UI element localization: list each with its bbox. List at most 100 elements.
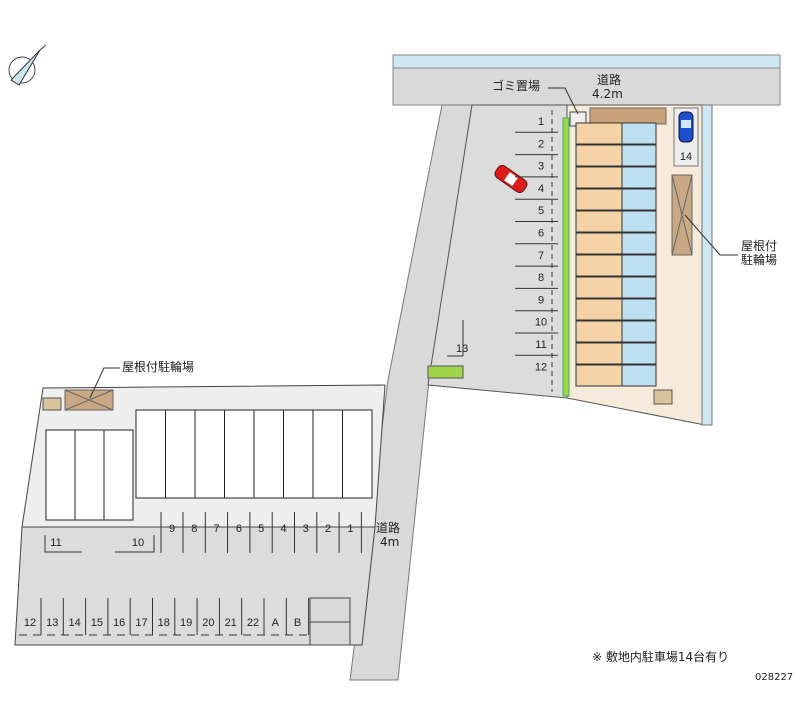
parking-number: 11	[50, 537, 61, 549]
bike-shed-left-cross	[64, 389, 114, 411]
parking-number: 18	[158, 617, 170, 629]
unit-wet-area	[621, 122, 657, 145]
unit-room	[575, 364, 623, 387]
unit	[312, 409, 343, 499]
unit-room	[575, 188, 623, 211]
parking-line	[44, 535, 155, 553]
unit-wet-area	[621, 188, 657, 211]
parking-number: 7	[538, 250, 544, 262]
unit-room	[575, 144, 623, 167]
left-building	[45, 409, 373, 521]
unit	[103, 429, 134, 521]
unit	[283, 409, 314, 499]
parking-number: 20	[202, 617, 214, 629]
garbage-leader	[548, 87, 579, 115]
parking-number: 14	[680, 151, 692, 163]
bike-shed-left-label: 屋根付駐輪場	[122, 360, 195, 374]
parking-number: 2	[325, 523, 331, 535]
unit-wet-area	[621, 364, 657, 387]
bike-right-leader	[684, 214, 738, 256]
parking-number: 3	[538, 161, 544, 173]
left-parking-lot	[14, 526, 376, 646]
parking-number: 12	[535, 361, 547, 373]
unit-wet-area	[621, 320, 657, 343]
parking-number: 10	[132, 537, 144, 549]
unit-wet-area	[621, 210, 657, 233]
unit-room	[575, 122, 623, 145]
unit-room	[575, 232, 623, 255]
bike-shed-right-label-1: 屋根付	[741, 239, 778, 253]
parking-13-marker	[447, 320, 464, 357]
parking-number: 9	[538, 294, 544, 306]
parking-number: 5	[258, 523, 264, 535]
unit-wet-area	[621, 298, 657, 321]
north-compass-icon	[8, 44, 47, 86]
parking-number: 8	[191, 523, 197, 535]
unit	[342, 409, 373, 499]
unit-room	[575, 298, 623, 321]
parking-number: 10	[535, 317, 547, 329]
unit	[165, 409, 196, 499]
unit-room	[575, 210, 623, 233]
parking-number: 14	[68, 617, 80, 629]
parking-number: 17	[135, 617, 147, 629]
bike-box-left	[42, 397, 62, 411]
parking-number: 1	[538, 116, 544, 128]
parking-number: 5	[538, 205, 544, 217]
road-side-width: 4m	[380, 535, 400, 549]
road-top	[392, 67, 781, 106]
parking-number: 8	[538, 272, 544, 284]
unit	[224, 409, 255, 499]
canal-right	[701, 104, 713, 426]
road-top-label: 道路	[597, 73, 622, 87]
bike-box	[653, 389, 673, 405]
parking-number: 4	[538, 183, 544, 195]
unit	[135, 409, 166, 499]
car-red	[494, 164, 528, 194]
canal-top	[392, 54, 781, 69]
parking-number: B	[294, 617, 301, 629]
garden-strip	[589, 107, 667, 125]
parking-number: 15	[91, 617, 103, 629]
parking-number: 1	[347, 523, 353, 535]
bike-shed-right-cross	[671, 174, 693, 256]
unit-room	[575, 166, 623, 189]
car-blue	[678, 111, 694, 143]
parking-number: 7	[214, 523, 220, 535]
parking-number: 6	[538, 228, 544, 240]
unit-room	[575, 320, 623, 343]
parking-note: ※ 敷地内駐車場14台有り	[592, 650, 730, 664]
unit	[194, 409, 225, 499]
unit-wet-area	[621, 276, 657, 299]
bike-left-leader	[89, 367, 120, 399]
parking-number: 13	[46, 617, 58, 629]
unit-wet-area	[621, 342, 657, 365]
parking-number: 13	[456, 343, 468, 355]
parking-number: 6	[236, 523, 242, 535]
road-side-label: 道路	[376, 521, 401, 535]
parking-number: 21	[225, 617, 237, 629]
parking-number: 9	[169, 523, 175, 535]
parking-number: 3	[303, 523, 309, 535]
unit	[45, 429, 76, 521]
parking-number: 12	[24, 617, 36, 629]
unit-room	[575, 342, 623, 365]
road-top-width: 4.2m	[592, 87, 623, 101]
unit-wet-area	[621, 232, 657, 255]
bike-shed-right-label-2: 駐輪場	[741, 253, 778, 267]
parking-number: 16	[113, 617, 125, 629]
right-building	[575, 122, 657, 387]
unit-wet-area	[621, 144, 657, 167]
hedge	[562, 117, 570, 397]
property-code: 028227	[755, 672, 794, 683]
parking-number: 2	[538, 138, 544, 150]
unit	[74, 429, 105, 521]
parking-number: 19	[180, 617, 192, 629]
parking-number: 22	[247, 617, 259, 629]
unit-room	[575, 254, 623, 277]
unit-room	[575, 276, 623, 299]
